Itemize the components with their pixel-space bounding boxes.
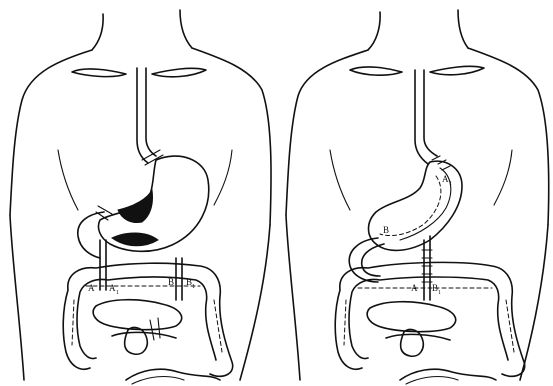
label-B-left: B — [168, 277, 174, 287]
left-esophagus — [137, 68, 163, 165]
left-small-bowel — [93, 300, 182, 338]
left-appendix-knot — [125, 328, 148, 355]
right-rib-line — [330, 150, 512, 210]
right-colon-inner — [349, 277, 508, 360]
label-A1-right: A — [442, 174, 449, 184]
right-clavicle-left — [430, 66, 484, 74]
right-clavicle-right — [350, 67, 402, 75]
right-neck — [368, 10, 468, 50]
right-torso-outline — [286, 48, 549, 225]
left-neck — [92, 10, 192, 50]
right-esophagus — [415, 70, 437, 164]
label-A-right: A — [411, 283, 418, 293]
left-torso — [10, 10, 271, 380]
left-clavicle-right — [72, 69, 126, 77]
right-small-bowel — [367, 302, 456, 340]
left-clavicle-left — [152, 68, 206, 76]
label-B1-right-sub: 1 — [438, 290, 441, 296]
label-A-left: A — [88, 283, 95, 293]
left-stomach — [78, 156, 209, 290]
left-colon — [63, 258, 232, 384]
left-torso-outline — [10, 48, 271, 225]
left-stomach-black-upper — [118, 190, 153, 223]
label-A1-left: A — [109, 283, 116, 293]
left-colon-outer — [63, 263, 232, 376]
label-B1-left-sub: 1 — [192, 284, 195, 290]
label-A1-right-sub: 1 — [449, 181, 452, 187]
right-appendix-knot — [401, 330, 424, 357]
left-stomach-black-lower — [112, 233, 158, 246]
label-A1-left-sub: 1 — [116, 290, 119, 296]
label-B-right: B — [383, 225, 389, 235]
